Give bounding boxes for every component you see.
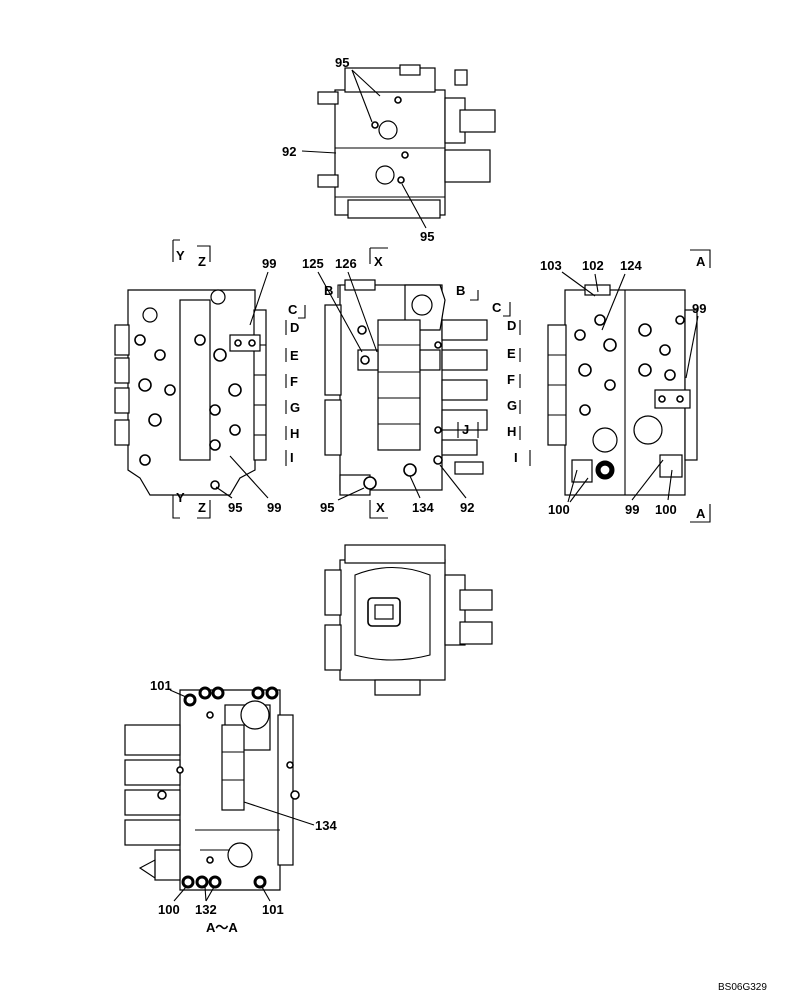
svg-text:Y: Y <box>176 248 185 263</box>
callout-100-right-right: 100 <box>655 469 677 517</box>
svg-text:F: F <box>290 374 298 389</box>
callout-101-bottom-top: 101 <box>150 678 187 698</box>
svg-text:95: 95 <box>420 229 434 244</box>
svg-text:102: 102 <box>582 258 604 273</box>
callout-99-right-bottom: 99 <box>625 459 664 517</box>
svg-text:125: 125 <box>302 256 324 271</box>
callout-102-right: 102 <box>582 258 604 293</box>
svg-text:E: E <box>507 346 516 361</box>
svg-text:92: 92 <box>282 144 296 159</box>
drawing-code: BS06G329 <box>718 982 767 993</box>
svg-text:I: I <box>290 450 294 465</box>
svg-text:G: G <box>290 400 300 415</box>
view-label-a-a: A～A <box>206 920 238 935</box>
svg-text:C: C <box>492 300 502 315</box>
svg-text:B: B <box>456 283 465 298</box>
callout-101-bottom-right: 101 <box>261 886 284 917</box>
svg-text:F: F <box>507 372 515 387</box>
svg-text:126: 126 <box>335 256 357 271</box>
svg-text:C: C <box>288 302 298 317</box>
callout-103-right: 103 <box>540 258 596 297</box>
svg-text:95: 95 <box>335 55 349 70</box>
svg-text:X: X <box>376 500 385 515</box>
callout-124-right: 124 <box>601 258 642 331</box>
svg-text:103: 103 <box>540 258 562 273</box>
svg-text:134: 134 <box>315 818 337 833</box>
svg-text:I: I <box>514 450 518 465</box>
callout-132-bottom: 132 <box>195 886 217 917</box>
callout-95-center: 95 <box>320 487 365 515</box>
svg-text:H: H <box>290 426 299 441</box>
callout-126-center: 126 <box>335 256 378 353</box>
svg-text:124: 124 <box>620 258 642 273</box>
center-valve-view <box>324 279 488 496</box>
svg-text:Z: Z <box>198 500 206 515</box>
callout-134-center: 134 <box>409 475 434 515</box>
svg-text:95: 95 <box>320 500 334 515</box>
section-marks-a: A A <box>690 249 711 523</box>
svg-text:132: 132 <box>195 902 217 917</box>
section-marks-y-z: Y Z Y Z <box>172 239 211 519</box>
callout-99-left-top: 99 <box>249 256 276 326</box>
svg-text:A: A <box>696 506 706 521</box>
svg-text:100: 100 <box>158 902 180 917</box>
svg-text:99: 99 <box>692 301 706 316</box>
svg-text:X: X <box>374 254 383 269</box>
svg-text:99: 99 <box>625 502 639 517</box>
svg-text:100: 100 <box>655 502 677 517</box>
svg-text:E: E <box>290 348 299 363</box>
svg-text:100: 100 <box>548 502 570 517</box>
callout-100-right-left: 100 <box>548 469 589 517</box>
svg-text:D: D <box>507 318 516 333</box>
svg-text:134: 134 <box>412 500 434 515</box>
svg-text:Z: Z <box>198 254 206 269</box>
svg-text:92: 92 <box>460 500 474 515</box>
svg-text:H: H <box>507 424 516 439</box>
svg-text:A: A <box>696 254 706 269</box>
callout-95-top-a: 95 <box>335 55 381 123</box>
callout-92-top: 92 <box>282 144 337 159</box>
callout-99-left-bottom: 99 <box>229 455 281 515</box>
callout-99-right-top: 99 <box>685 301 706 379</box>
svg-text:G: G <box>507 398 517 413</box>
svg-text:95: 95 <box>228 500 242 515</box>
svg-text:101: 101 <box>150 678 172 693</box>
callout-125-center: 125 <box>302 256 363 353</box>
callout-134-bottom: 134 <box>243 801 337 833</box>
left-valve-view <box>114 289 267 496</box>
svg-text:101: 101 <box>262 902 284 917</box>
bottom-left-valve-view <box>124 686 300 891</box>
callout-95-top-b: 95 <box>401 183 434 244</box>
callout-95-left: 95 <box>215 486 242 515</box>
middle-bottom-valve-view <box>324 544 493 696</box>
svg-text:99: 99 <box>267 500 281 515</box>
svg-text:99: 99 <box>262 256 276 271</box>
svg-text:Y: Y <box>176 490 185 505</box>
svg-text:J: J <box>462 422 469 437</box>
callout-100-bottom: 100 <box>158 886 187 917</box>
right-valve-view <box>547 284 698 496</box>
top-valve-view <box>317 64 496 219</box>
svg-text:D: D <box>290 320 299 335</box>
callout-92-center: 92 <box>439 464 474 515</box>
